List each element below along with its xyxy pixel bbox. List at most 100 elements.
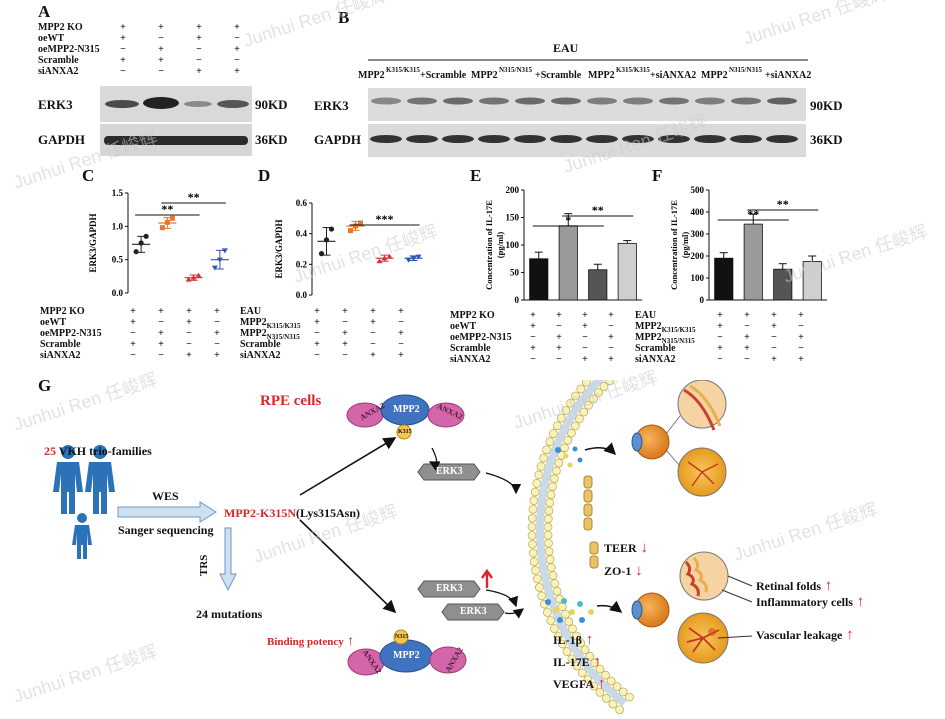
- gapdh-band: [694, 135, 726, 143]
- condition-sign: +: [744, 310, 750, 321]
- condition-sign: +: [158, 44, 164, 55]
- lipid-head-inner: [594, 388, 603, 397]
- condition-sign: +: [744, 332, 750, 343]
- bar: [529, 258, 549, 301]
- n315-site: [393, 629, 409, 645]
- lipid-head-inner: [543, 530, 553, 540]
- anxa2-bottom-right: [429, 646, 467, 674]
- erk3-band: [443, 97, 473, 105]
- bar: [773, 268, 793, 301]
- condition-sign: −: [342, 317, 348, 328]
- lipid-head-outer: [608, 699, 618, 709]
- lipid-head-inner: [579, 407, 589, 417]
- condition-sign: +: [314, 317, 320, 328]
- data-point: [169, 215, 175, 221]
- lipid-head-outer: [527, 531, 537, 540]
- lipid-head-inner: [584, 401, 593, 410]
- lipid-head-outer: [557, 413, 566, 423]
- lipid-head-inner: [563, 436, 573, 445]
- condition-label: Scramble: [40, 339, 81, 350]
- erk3-up-arrow: [481, 568, 493, 588]
- lipid-head-inner: [544, 506, 554, 516]
- erk3-band: [767, 97, 797, 105]
- lipid-head-inner: [575, 414, 584, 424]
- lipid-head-outer: [576, 384, 586, 394]
- lipid-tails: [536, 380, 628, 707]
- condition-row: Scramble++−−: [240, 339, 404, 350]
- condition-sign: +: [130, 306, 136, 317]
- data-point: [348, 228, 353, 234]
- condition-sign: +: [158, 328, 164, 339]
- condition-row: MPP2N315/N315−+−+: [240, 328, 404, 341]
- anxa2-top-right: [427, 402, 465, 428]
- lipid-head-inner: [548, 571, 558, 580]
- condition-sign: +: [530, 310, 536, 321]
- lipid-head-inner: [595, 664, 605, 674]
- lipid-head-outer: [589, 681, 599, 691]
- y-axis-label: Concentration of IL-17E(pg/ml): [484, 200, 505, 290]
- lipid-head-outer: [532, 479, 542, 488]
- vesicles-bottom: [545, 598, 594, 623]
- condition-sign: −: [196, 44, 202, 55]
- y-tick-label: 0.2: [296, 259, 308, 269]
- condition-sign: −: [556, 321, 562, 332]
- significance-label: **: [747, 207, 759, 221]
- panel-g-diagram: [53, 380, 753, 715]
- panel-b-erk3-label: ERK3: [314, 98, 349, 113]
- condition-row: Scramble++−−: [38, 55, 240, 66]
- condition-sign: +: [556, 332, 562, 343]
- data-point: [323, 237, 330, 243]
- significance-label: **: [777, 197, 789, 211]
- condition-row: siANXA2−−++: [635, 354, 804, 365]
- condition-label: Scramble: [38, 55, 79, 66]
- condition-label: MPP2 KO: [40, 306, 85, 317]
- condition-label-sub: N315/N315: [661, 337, 695, 345]
- erk3-bottom-label-2: ERK3: [460, 606, 487, 617]
- lipid-head-outer: [577, 668, 587, 678]
- lipid-head-inner: [625, 692, 634, 702]
- condition-sign: +: [342, 339, 348, 350]
- condition-sign: +: [582, 310, 588, 321]
- erk3-band: [587, 97, 617, 105]
- condition-label-sub: N315/N315: [266, 333, 300, 341]
- condition-sign: +: [130, 339, 136, 350]
- condition-sign: −: [744, 321, 750, 332]
- lipid-head-inner: [590, 658, 600, 668]
- erk3-top-label: ERK3: [436, 466, 463, 477]
- vascular-leakage-label: Vascular leakage ↑: [756, 627, 854, 643]
- condition-sign: +: [214, 306, 220, 317]
- wes-label: WES: [152, 489, 179, 503]
- vegfa-label: VEGFA ↑: [553, 676, 606, 692]
- lipid-head-outer: [528, 504, 538, 514]
- condition-sign: +: [771, 310, 777, 321]
- panel-d-letter: D: [258, 166, 271, 185]
- condition-sign: −: [370, 328, 376, 339]
- condition-label: oeMPP2-N315: [40, 328, 102, 339]
- y-tick-label: 200: [506, 185, 520, 195]
- data-point: [353, 223, 358, 229]
- eye-normal: [631, 380, 727, 497]
- condition-sign: +: [717, 321, 723, 332]
- condition-sign: +: [608, 310, 614, 321]
- condition-label: oeMPP2-N315: [38, 44, 100, 55]
- il17e-label: IL-17E ↑: [553, 654, 601, 670]
- bar: [588, 269, 608, 301]
- gapdh-band: [370, 135, 402, 143]
- lipid-head-inner: [618, 687, 628, 697]
- data-point: [376, 258, 383, 264]
- condition-row: MPP2K315/K315+−+−: [635, 321, 804, 334]
- lipid-head-inner: [543, 514, 553, 524]
- condition-row: siANXA2−−++: [450, 354, 614, 365]
- condition-sign: −: [130, 328, 136, 339]
- gapdh-band: [766, 135, 798, 143]
- condition-sign: −: [120, 66, 126, 77]
- condition-sign: +: [717, 310, 723, 321]
- condition-sign: +: [234, 44, 240, 55]
- panel-f-letter: F: [652, 166, 663, 185]
- panel-b-western-blot: [368, 88, 806, 157]
- condition-label: MPP2 KO: [38, 22, 83, 33]
- lipid-head-outer: [558, 639, 567, 649]
